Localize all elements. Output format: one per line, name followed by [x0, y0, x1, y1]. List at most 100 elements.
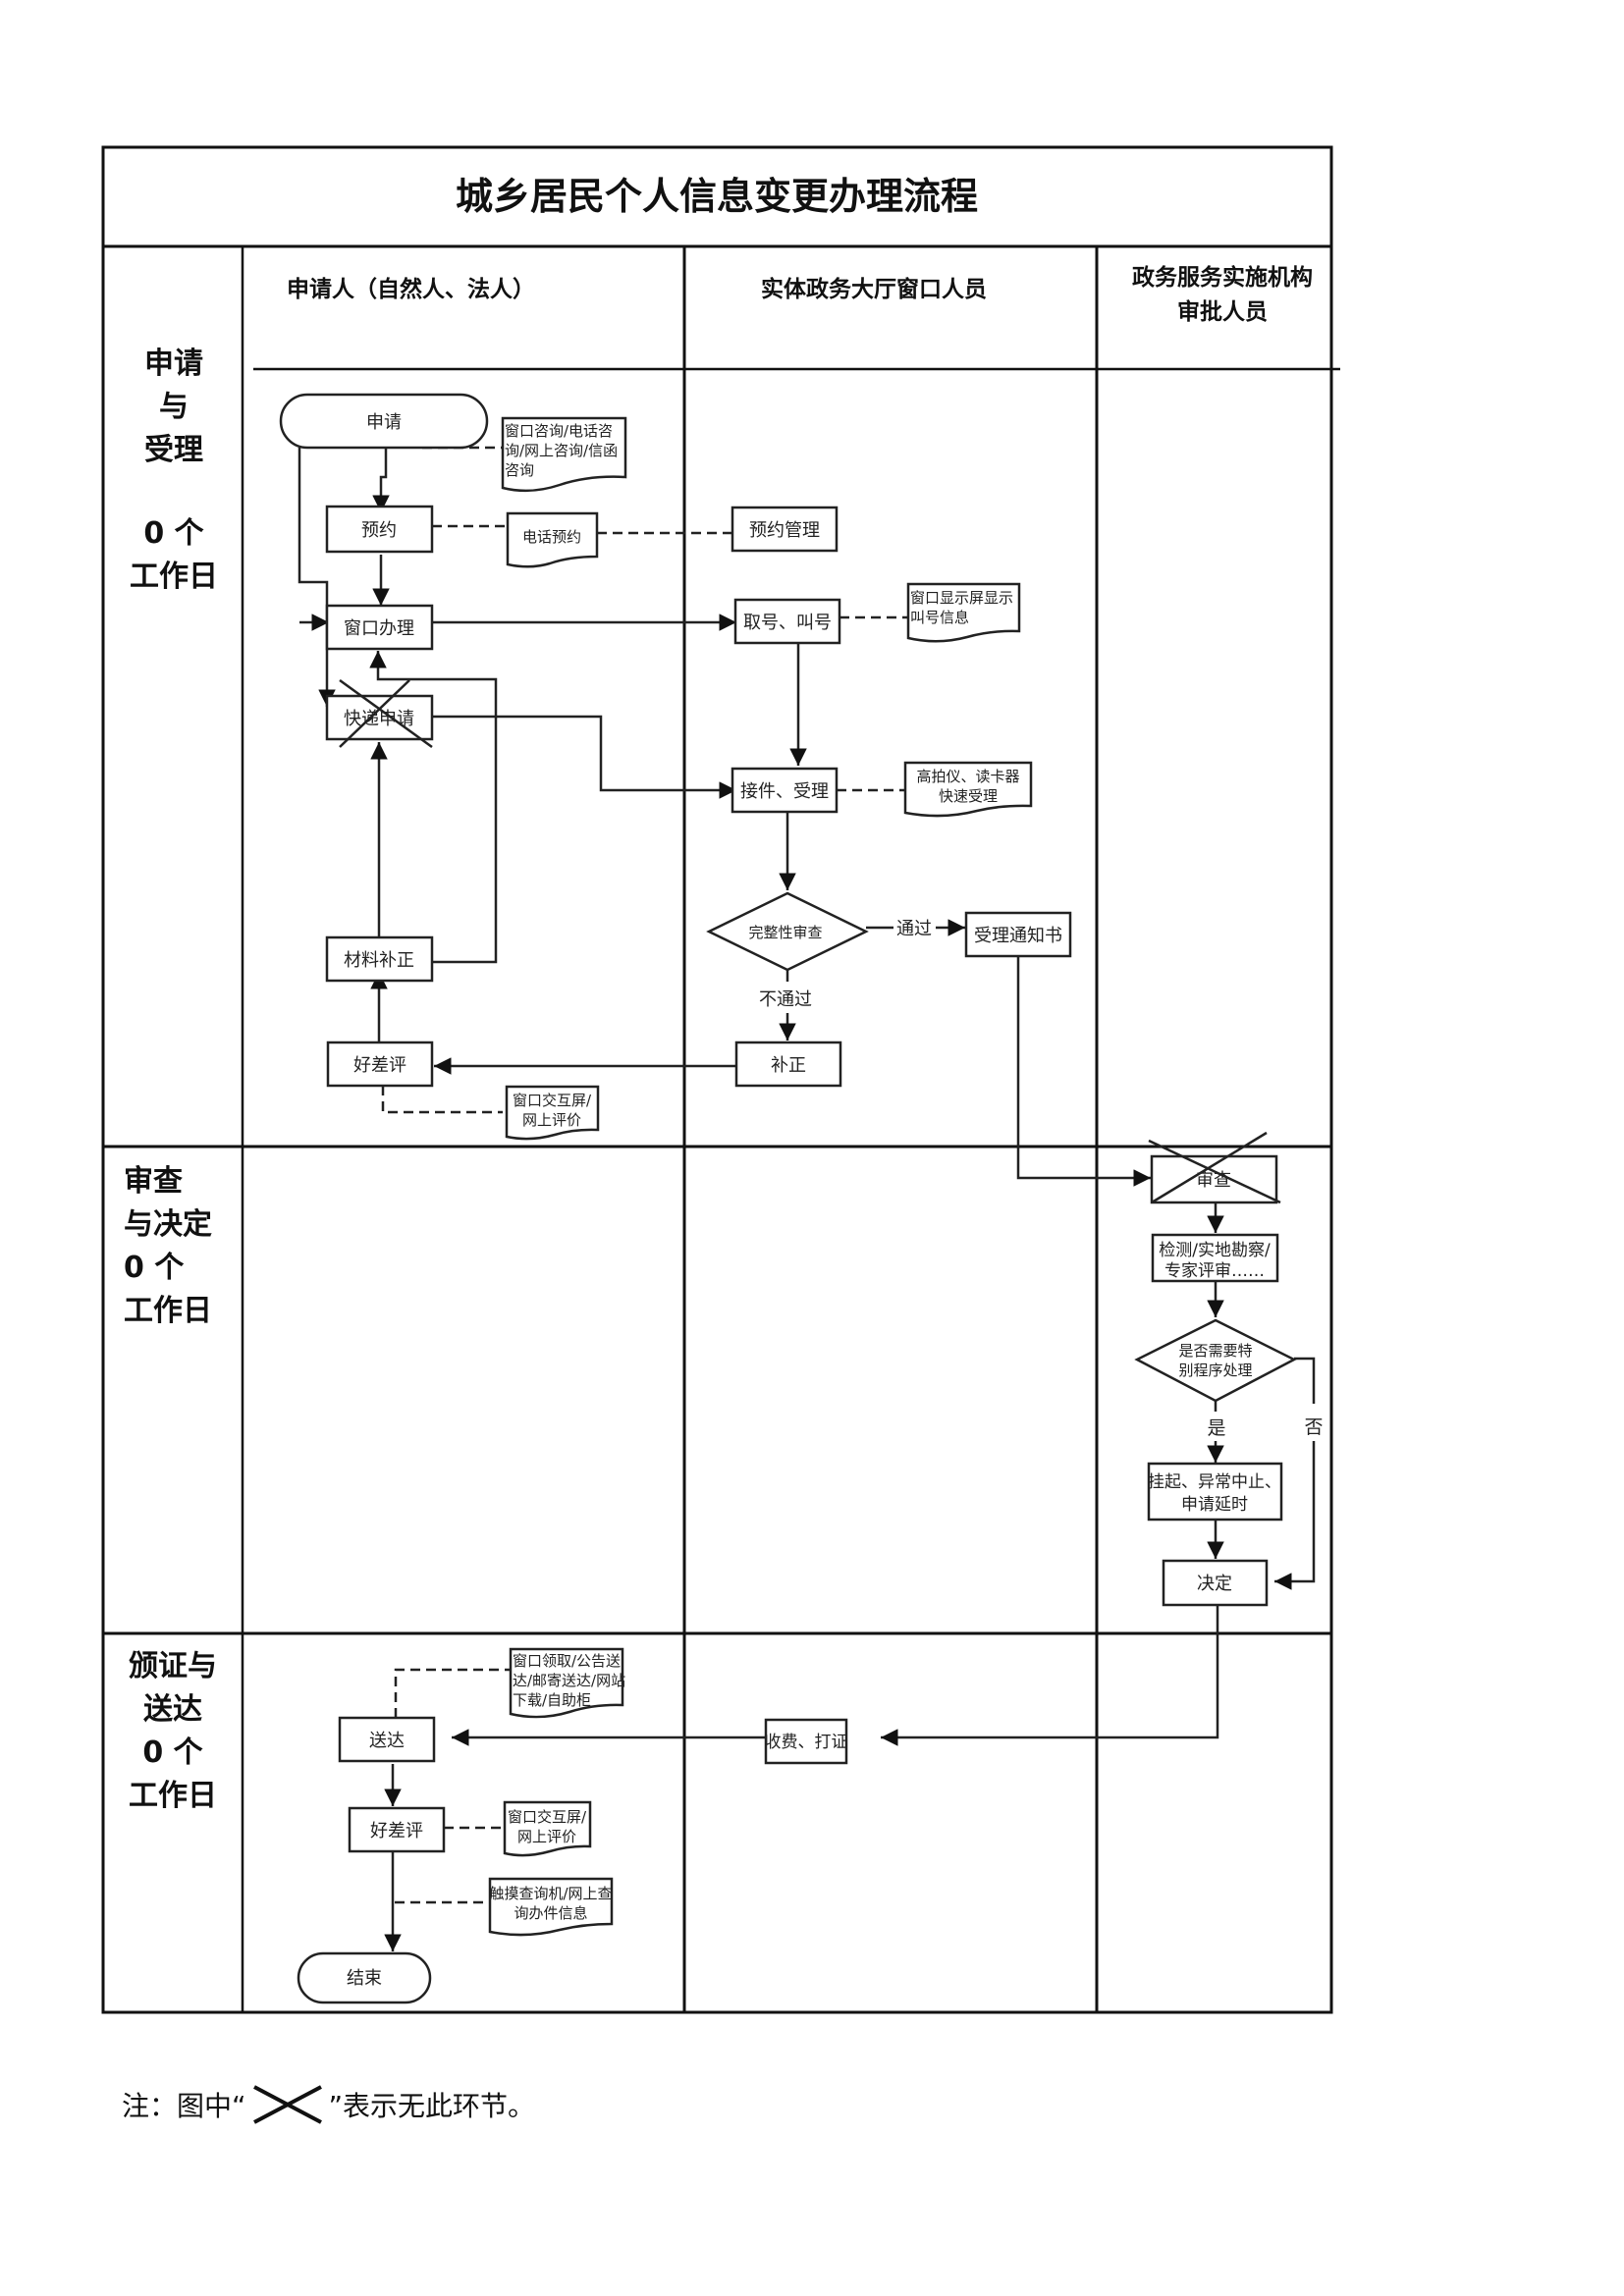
- node-queue[interactable]: 取号、叫号: [733, 598, 841, 645]
- node-accept-notice[interactable]: 受理通知书: [964, 911, 1072, 958]
- label-fail: 不通过: [759, 989, 812, 1010]
- doc-queue-display[interactable]: 窗口显示屏显示 叫号信息: [906, 582, 1021, 643]
- node-supplement-material[interactable]: 材料补正: [325, 935, 434, 983]
- edge-apply-express: [298, 448, 336, 707]
- node-express-apply[interactable]: 快递申请: [325, 678, 434, 749]
- node-label-line: 是否需要特: [1178, 1342, 1252, 1360]
- note-prefix: 注：图中“: [122, 2090, 246, 2122]
- node-label: 决定: [1197, 1574, 1232, 1594]
- node-completeness-check[interactable]: 完整性审查: [706, 891, 869, 972]
- cross-mark-icon: [1151, 1131, 1268, 1204]
- dash-rating-doc-1: [381, 1086, 503, 1114]
- node-reserve-mgmt[interactable]: 预约管理: [731, 506, 839, 553]
- node-special-procedure-check[interactable]: 是否需要特 别程序处理: [1134, 1318, 1297, 1403]
- document-shape: [505, 1085, 600, 1141]
- node-label-line: 别程序处理: [1178, 1362, 1252, 1379]
- decision-diamond: [706, 891, 869, 972]
- phase-issue-line: 送达: [143, 1692, 202, 1727]
- node-label: 完整性审查: [748, 924, 822, 941]
- phase-accept-line: 0 个: [143, 516, 204, 551]
- node-label: 结束: [347, 1968, 382, 1989]
- decision-diamond: [1134, 1318, 1297, 1403]
- process-box: [348, 1806, 446, 1853]
- terminator-shape: [297, 1951, 432, 2004]
- terminator-shape: [279, 393, 489, 450]
- node-label: 好差评: [353, 1055, 406, 1076]
- lane-header-approver-line1: 政务服务实施机构: [1132, 264, 1313, 291]
- process-box: [964, 911, 1072, 958]
- cross-mark-icon: [1148, 1139, 1281, 1204]
- phase-review-line: 与决定: [124, 1207, 212, 1242]
- node-label: 收费、打证: [765, 1733, 848, 1752]
- process-box: [734, 1041, 842, 1088]
- doc-phone-reserve[interactable]: 电话预约: [506, 511, 599, 568]
- process-box: [326, 1041, 434, 1088]
- phase-issue-line: 工作日: [129, 1779, 217, 1813]
- doc-query-channels[interactable]: 触摸查询机/网上查 询办件信息: [488, 1877, 614, 1937]
- node-label: 接件、受理: [740, 781, 829, 802]
- doc-line: 叫号信息: [910, 609, 969, 626]
- process-box: [1147, 1462, 1283, 1522]
- node-suspend[interactable]: 挂起、异常中止、 申请延时: [1147, 1462, 1283, 1522]
- node-label: 好差评: [370, 1821, 423, 1842]
- phase-accept-line: 申请: [144, 347, 203, 381]
- doc-line: 询/网上咨询/信函: [505, 442, 618, 459]
- node-rating-accept[interactable]: 好差评: [326, 1041, 434, 1088]
- node-label: 预约: [361, 520, 397, 541]
- phase-review-line: 0 个: [124, 1251, 185, 1285]
- phase-review-line: 审查: [124, 1164, 183, 1199]
- node-apply[interactable]: 申请: [279, 393, 489, 450]
- phase-review-line: 工作日: [124, 1294, 212, 1328]
- phase-accept-line: 与: [159, 390, 189, 424]
- doc-line: 窗口显示屏显示: [910, 589, 1013, 607]
- doc-deliver-channels[interactable]: 窗口领取/公告送 达/邮寄送达/网站 下载/自助柜: [509, 1647, 625, 1719]
- phase-issue-line: 0 个: [142, 1735, 203, 1770]
- document-shape: [906, 582, 1021, 643]
- doc-line: 窗口交互屏/: [508, 1808, 587, 1826]
- node-decision[interactable]: 决定: [1162, 1559, 1269, 1607]
- node-correction[interactable]: 补正: [734, 1041, 842, 1088]
- document-shape: [509, 1647, 624, 1719]
- node-label: 快递申请: [344, 709, 414, 729]
- node-review[interactable]: 审查: [1148, 1131, 1281, 1204]
- lane-header-window-staff: 实体政务大厅窗口人员: [761, 276, 987, 302]
- node-label-line: 申请延时: [1181, 1495, 1248, 1515]
- process-box: [1151, 1233, 1279, 1283]
- label-yes: 是: [1207, 1417, 1225, 1439]
- document-shape: [506, 511, 599, 568]
- node-inspect[interactable]: 检测/实地勘察/ 专家评审……: [1151, 1233, 1279, 1283]
- node-end[interactable]: 结束: [297, 1951, 432, 2004]
- node-label: 送达: [369, 1731, 405, 1751]
- doc-line: 高拍仪、读卡器: [916, 768, 1019, 785]
- edge-express-receive: [432, 715, 736, 799]
- node-label: 预约管理: [749, 520, 820, 541]
- node-fee-print[interactable]: 收费、打证: [765, 1718, 848, 1765]
- phase-issue-line: 颁证与: [129, 1649, 217, 1683]
- doc-rating-channels-issue[interactable]: 窗口交互屏/ 网上评价: [503, 1800, 592, 1857]
- doc-line: 窗口交互屏/: [513, 1092, 592, 1109]
- doc-apply-channels[interactable]: 窗口咨询/电话咨 询/网上咨询/信函 咨询: [501, 416, 627, 493]
- node-label: 电话预约: [522, 528, 581, 546]
- process-box: [1162, 1559, 1269, 1607]
- phase-accept-line: 受理: [144, 433, 203, 467]
- node-label-line: 检测/实地勘察/: [1159, 1241, 1271, 1260]
- phase-label-review: 审查 与决定 0 个 工作日: [124, 1164, 212, 1328]
- node-rating-issue[interactable]: 好差评: [348, 1806, 446, 1853]
- node-window-handle[interactable]: 窗口办理: [325, 604, 434, 651]
- doc-line: 下载/自助柜: [513, 1691, 591, 1709]
- edge-decision-fee: [881, 1605, 1219, 1746]
- swimlane-frame: [101, 145, 1340, 2014]
- doc-line: 达/邮寄送达/网站: [513, 1672, 625, 1689]
- doc-line: 快速受理: [939, 787, 998, 805]
- doc-rating-channels-accept[interactable]: 窗口交互屏/ 网上评价: [505, 1085, 600, 1141]
- process-box: [325, 935, 434, 983]
- doc-receive-devices[interactable]: 高拍仪、读卡器 快速受理: [903, 761, 1033, 818]
- phase-label-issue: 颁证与 送达 0 个 工作日: [129, 1649, 217, 1813]
- label-no: 否: [1304, 1416, 1323, 1438]
- edge-no-a: [1294, 1357, 1316, 1404]
- node-receive[interactable]: 接件、受理: [731, 767, 839, 814]
- cross-mark-icon: [252, 2085, 322, 2124]
- node-deliver[interactable]: 送达: [338, 1716, 436, 1763]
- node-reserve[interactable]: 预约: [325, 505, 434, 554]
- edge-no-b: [1274, 1441, 1316, 1590]
